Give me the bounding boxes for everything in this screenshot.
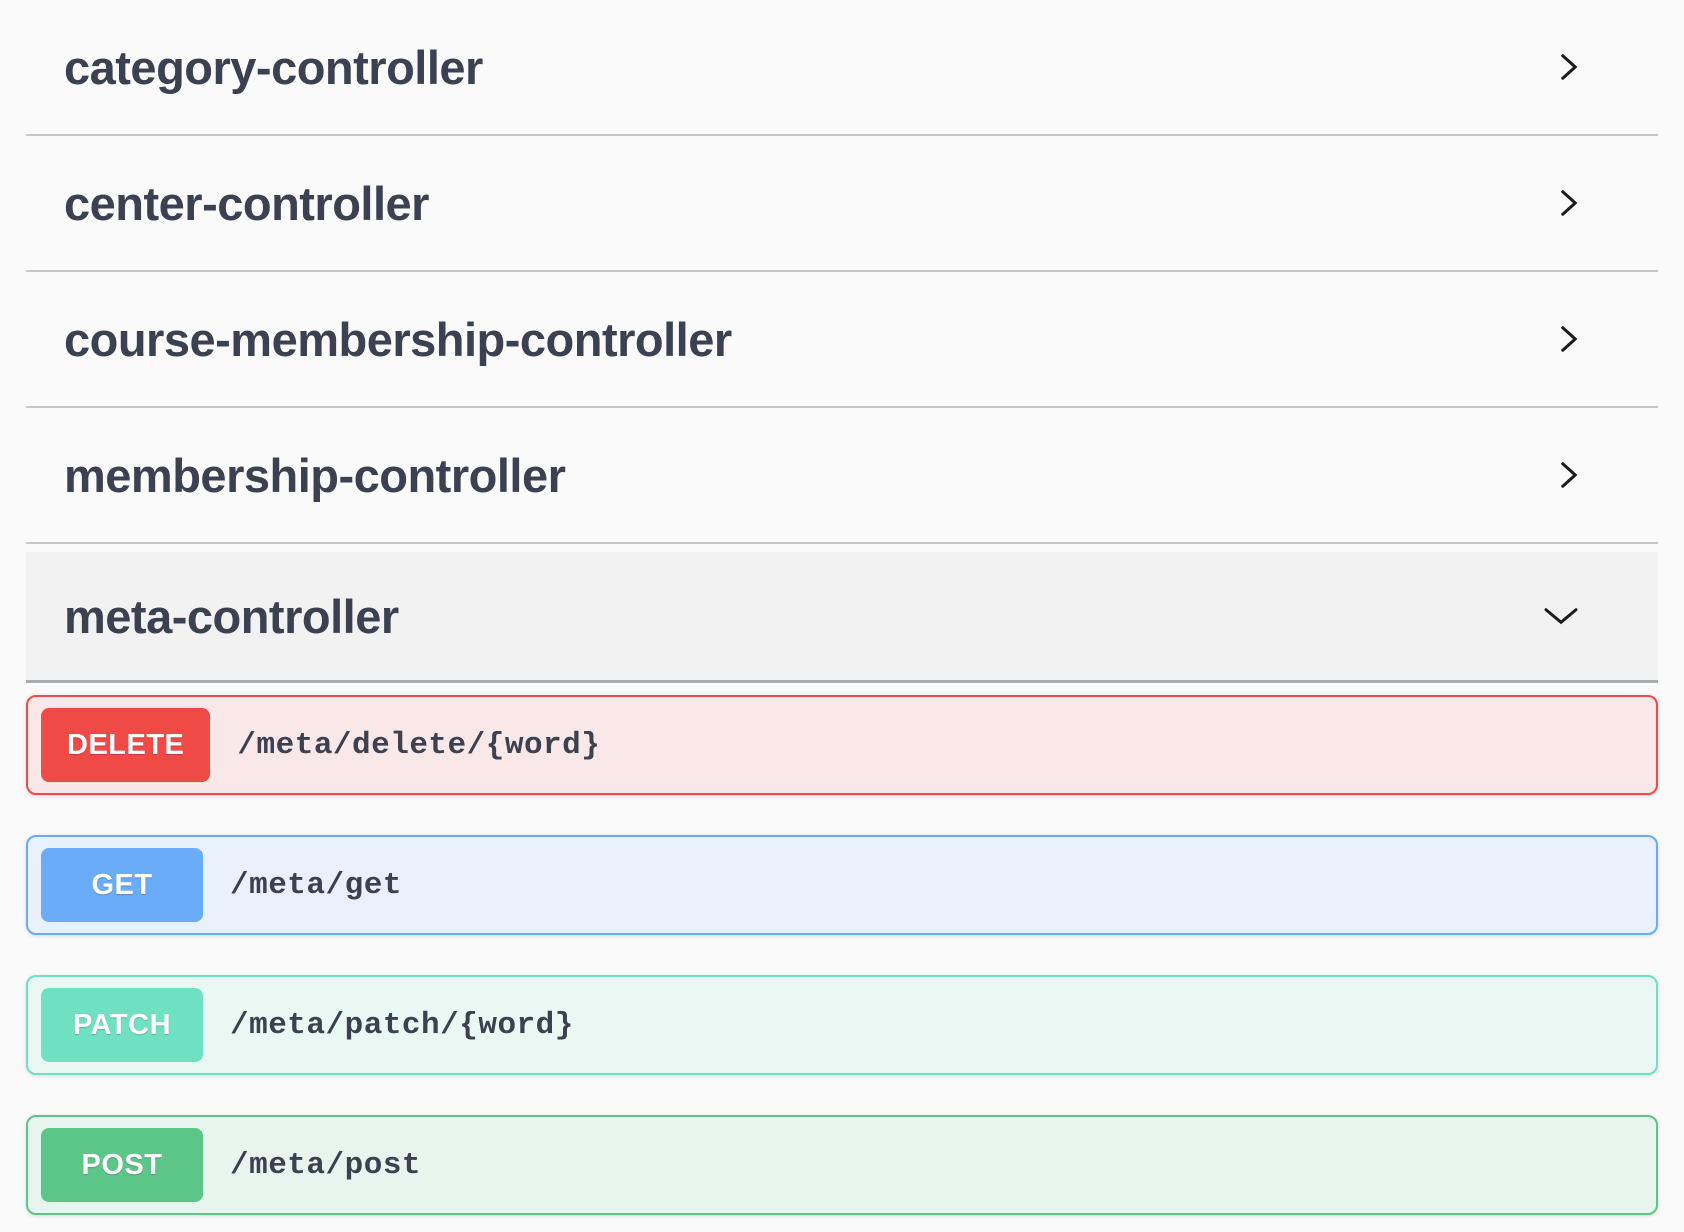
operation-path: /meta/delete/{word} [237,727,601,763]
controller-tag-row-membership[interactable]: membership-controller [26,408,1658,544]
controller-name: center-controller [64,176,429,230]
chevron-right-icon[interactable] [1554,49,1584,85]
controller-tag-row-meta[interactable]: meta-controller [26,552,1658,683]
controller-tag-row-category[interactable]: category-controller [26,0,1658,136]
controller-name: category-controller [64,40,483,94]
method-badge: DELETE [41,708,211,782]
controller-name: course-membership-controller [64,312,732,366]
operation-path: /meta/post [230,1147,422,1183]
method-badge: POST [41,1128,203,1202]
controller-tag-row-center[interactable]: center-controller [26,136,1658,272]
controller-name: meta-controller [64,589,399,643]
controller-tag-row-course-membership[interactable]: course-membership-controller [26,272,1658,408]
chevron-right-icon[interactable] [1554,185,1584,221]
operation-path: /meta/patch/{word} [230,1007,574,1043]
operation-row-post[interactable]: POST /meta/post [26,1115,1658,1215]
operations-list: DELETE /meta/delete/{word} GET /meta/get… [26,695,1658,1215]
operation-row-get[interactable]: GET /meta/get [26,835,1658,935]
controller-name: membership-controller [64,448,566,502]
operation-path: /meta/get [230,867,402,903]
chevron-right-icon[interactable] [1554,321,1584,357]
api-controller-list: category-controller center-controller co… [26,0,1658,1215]
chevron-down-icon[interactable] [1538,601,1584,631]
method-badge: GET [41,848,203,922]
chevron-right-icon[interactable] [1554,457,1584,493]
operation-row-delete[interactable]: DELETE /meta/delete/{word} [26,695,1658,795]
operation-row-patch[interactable]: PATCH /meta/patch/{word} [26,975,1658,1075]
method-badge: PATCH [41,988,203,1062]
